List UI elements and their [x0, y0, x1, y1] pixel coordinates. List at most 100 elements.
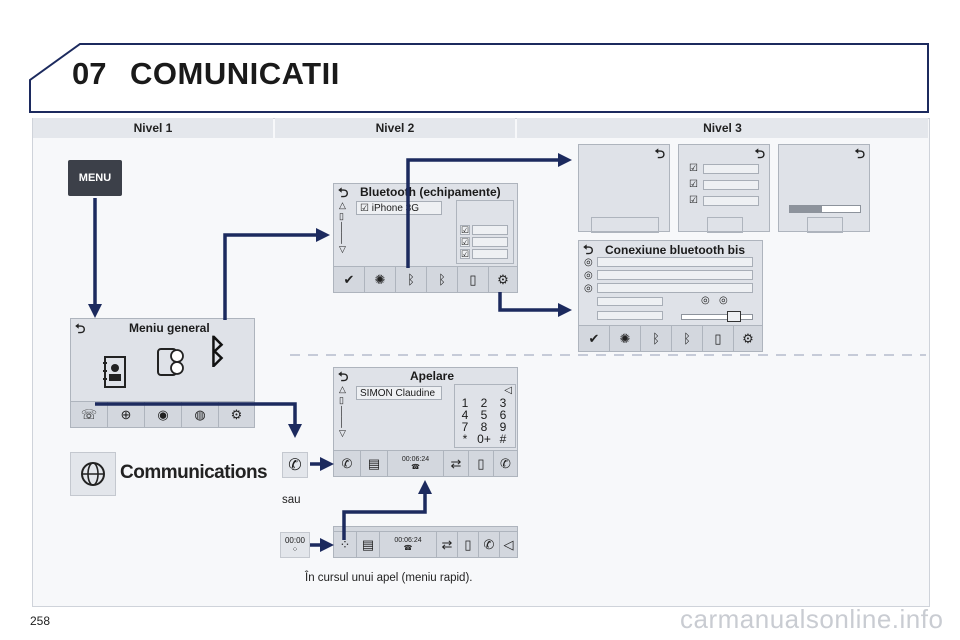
navigation-icon[interactable]: ⊕: [108, 402, 145, 427]
settings-icon[interactable]: ⚙: [230, 406, 243, 422]
hang-up-icon: ☎: [411, 464, 420, 471]
keypad-icon[interactable]: ⁘: [334, 532, 357, 557]
transfer-icon[interactable]: ⇄: [437, 532, 458, 557]
back-icon[interactable]: ⮌: [75, 321, 86, 336]
contact-field[interactable]: SIMON Claudine: [356, 386, 442, 400]
back-icon[interactable]: ⮌: [338, 369, 349, 384]
communications-globe-icon[interactable]: [70, 452, 116, 496]
scroll-bar[interactable]: △▯││▽: [339, 200, 346, 254]
device-name: iPhone 3G: [371, 203, 420, 214]
radio-icon[interactable]: ◉: [145, 402, 182, 427]
bluetooth-icon[interactable]: ᛒ: [207, 333, 228, 371]
option-check-icon[interactable]: ☑: [460, 237, 470, 247]
option-field[interactable]: [472, 225, 508, 235]
call-screen: ⮌ Apelare △▯││▽ SIMON Claudine ◁ 1 2 3 4…: [333, 367, 518, 477]
back-icon[interactable]: ⮌: [754, 146, 765, 161]
hang-up-icon: ☎: [403, 545, 413, 552]
volume-slider[interactable]: [681, 314, 753, 320]
phone-button-icon[interactable]: ✆: [282, 452, 308, 478]
arrow-general-to-bluetooth: [223, 228, 330, 320]
option-field[interactable]: [472, 237, 508, 247]
bluetooth-connect-icon[interactable]: ᛒ: [396, 267, 427, 292]
key-4[interactable]: 4: [461, 408, 469, 422]
radio-option-icon[interactable]: ◎: [584, 270, 593, 281]
mute-icon[interactable]: ✆: [479, 532, 500, 557]
call-timer-cell[interactable]: 00:06:24☎: [388, 451, 444, 476]
communications-label[interactable]: Communications: [120, 462, 268, 483]
key-3[interactable]: 3: [499, 396, 507, 410]
bluetooth-connect-icon[interactable]: ᛒ: [641, 326, 672, 351]
phone-icon[interactable]: ✆: [334, 451, 361, 476]
back-icon[interactable]: ⮌: [338, 185, 349, 200]
delete-icon[interactable]: ◁: [504, 385, 512, 396]
key-9[interactable]: 9: [499, 420, 507, 434]
back-icon[interactable]: ⮌: [654, 146, 665, 161]
quick-timer-cell[interactable]: 00:06:24☎: [380, 532, 437, 557]
quick-bar-timer: 00:06:24: [394, 537, 422, 544]
option-check-icon[interactable]: ☑: [460, 225, 470, 235]
setting-field[interactable]: [597, 311, 663, 320]
radio-option-icon[interactable]: ◎: [701, 295, 710, 306]
settings-icon[interactable]: ⚙: [497, 271, 509, 287]
setting-field[interactable]: [597, 297, 663, 306]
search-devices-icon[interactable]: ✺: [610, 326, 641, 351]
bluetooth-delete-icon[interactable]: ᛒ: [672, 326, 703, 351]
profile-field[interactable]: [597, 283, 753, 293]
phone-bluetooth-icon[interactable]: ☏: [71, 402, 108, 427]
call-log-icon[interactable]: [155, 347, 185, 377]
confirm-icon[interactable]: ✔: [579, 326, 610, 351]
ok-button[interactable]: [707, 217, 743, 233]
phone-options-icon[interactable]: ▯: [703, 326, 734, 351]
arrow-menu-to-general: [88, 198, 102, 318]
quick-call-button[interactable]: 00:00⁘: [280, 532, 310, 558]
ok-button[interactable]: [807, 217, 843, 233]
back-icon[interactable]: ⮌: [854, 146, 865, 161]
profile-field[interactable]: [597, 270, 753, 280]
key-2[interactable]: 2: [480, 396, 488, 410]
internet-icon[interactable]: ◍: [182, 402, 219, 427]
profile-field[interactable]: [597, 257, 753, 267]
mute-icon[interactable]: ✆: [500, 455, 511, 471]
option-check-icon[interactable]: ☑: [689, 163, 698, 174]
search-devices-icon[interactable]: ✺: [365, 267, 396, 292]
settings-icon[interactable]: ⚙: [742, 330, 754, 346]
key-8[interactable]: 8: [480, 420, 488, 434]
option-field[interactable]: [472, 249, 508, 259]
key-hash[interactable]: #: [499, 432, 507, 446]
back-icon[interactable]: ⮌: [583, 242, 594, 257]
key-5[interactable]: 5: [480, 408, 488, 422]
key-star[interactable]: *: [462, 432, 468, 446]
bluetooth-toolbar: ✔ ✺ ᛒ ᛒ ▯ ⚙: [334, 266, 517, 292]
option-field[interactable]: [703, 180, 759, 190]
device-row[interactable]: ☑ iPhone 3G: [356, 201, 442, 215]
option-check-icon[interactable]: ☑: [689, 179, 698, 190]
transfer-icon[interactable]: ⇄: [444, 451, 469, 476]
key-7[interactable]: 7: [461, 420, 469, 434]
option-check-icon[interactable]: ☑: [460, 249, 470, 259]
confirm-icon[interactable]: ✔: [334, 267, 365, 292]
bluetooth-delete-icon[interactable]: ᛒ: [427, 267, 458, 292]
menu-button[interactable]: MENU: [68, 160, 122, 196]
radio-option-icon[interactable]: ◎: [584, 283, 593, 294]
arrow-bluetooth-to-connection: [498, 292, 572, 317]
radio-option-icon[interactable]: ◎: [584, 257, 593, 268]
scroll-bar[interactable]: △▯││▽: [339, 384, 346, 438]
option-check-icon[interactable]: ☑: [689, 195, 698, 206]
progress-bar: [789, 205, 861, 213]
key-1[interactable]: 1: [461, 396, 469, 410]
action-buttons[interactable]: [591, 217, 659, 233]
contacts-book-icon[interactable]: [101, 355, 129, 389]
key-0-plus[interactable]: 0+: [477, 432, 491, 446]
option-field[interactable]: [703, 164, 759, 174]
contacts-icon[interactable]: ▤: [361, 451, 388, 476]
option-field[interactable]: [703, 196, 759, 206]
phone-options-icon[interactable]: ▯: [458, 267, 489, 292]
radio-option-icon[interactable]: ◎: [719, 295, 728, 306]
volume-slider-handle[interactable]: [727, 311, 741, 322]
collapse-icon[interactable]: ◁: [503, 536, 514, 552]
key-6[interactable]: 6: [499, 408, 507, 422]
handset-icon[interactable]: ▯: [469, 451, 494, 476]
contacts-icon[interactable]: ▤: [357, 532, 380, 557]
handset-icon[interactable]: ▯: [458, 532, 479, 557]
arrow-general-to-call: [95, 402, 302, 438]
